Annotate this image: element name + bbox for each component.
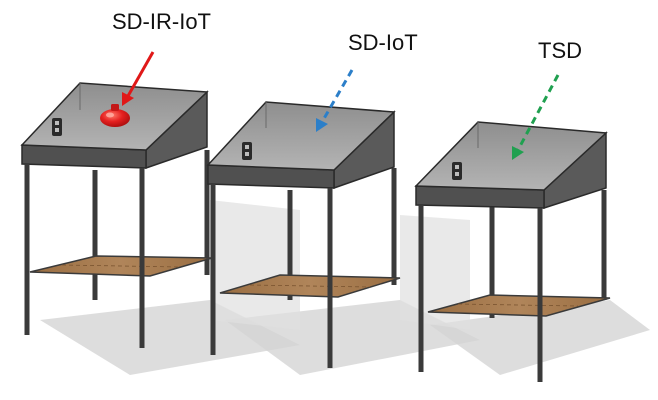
sensor-module-icon bbox=[52, 118, 62, 136]
red-infrared-lamp-icon bbox=[100, 104, 130, 127]
label-sd-iot: SD-IoT bbox=[348, 30, 418, 55]
arrow-tsd bbox=[512, 74, 560, 160]
arrow-sd-iot bbox=[316, 69, 354, 132]
wooden-shelf bbox=[427, 294, 611, 317]
dryer-tsd bbox=[414, 121, 611, 382]
dryer-sd-ir-iot bbox=[20, 82, 213, 348]
sensor-module-icon bbox=[242, 142, 252, 160]
sensor-module-icon bbox=[452, 162, 462, 180]
dryer-sd-iot bbox=[206, 101, 401, 368]
glass-cover bbox=[206, 101, 396, 171]
label-sd-ir-iot: SD-IR-IoT bbox=[112, 9, 211, 34]
arrow-sd-ir-iot bbox=[122, 51, 155, 106]
wooden-shelf bbox=[219, 274, 401, 298]
glass-cover bbox=[414, 121, 608, 191]
label-tsd: TSD bbox=[538, 38, 582, 63]
